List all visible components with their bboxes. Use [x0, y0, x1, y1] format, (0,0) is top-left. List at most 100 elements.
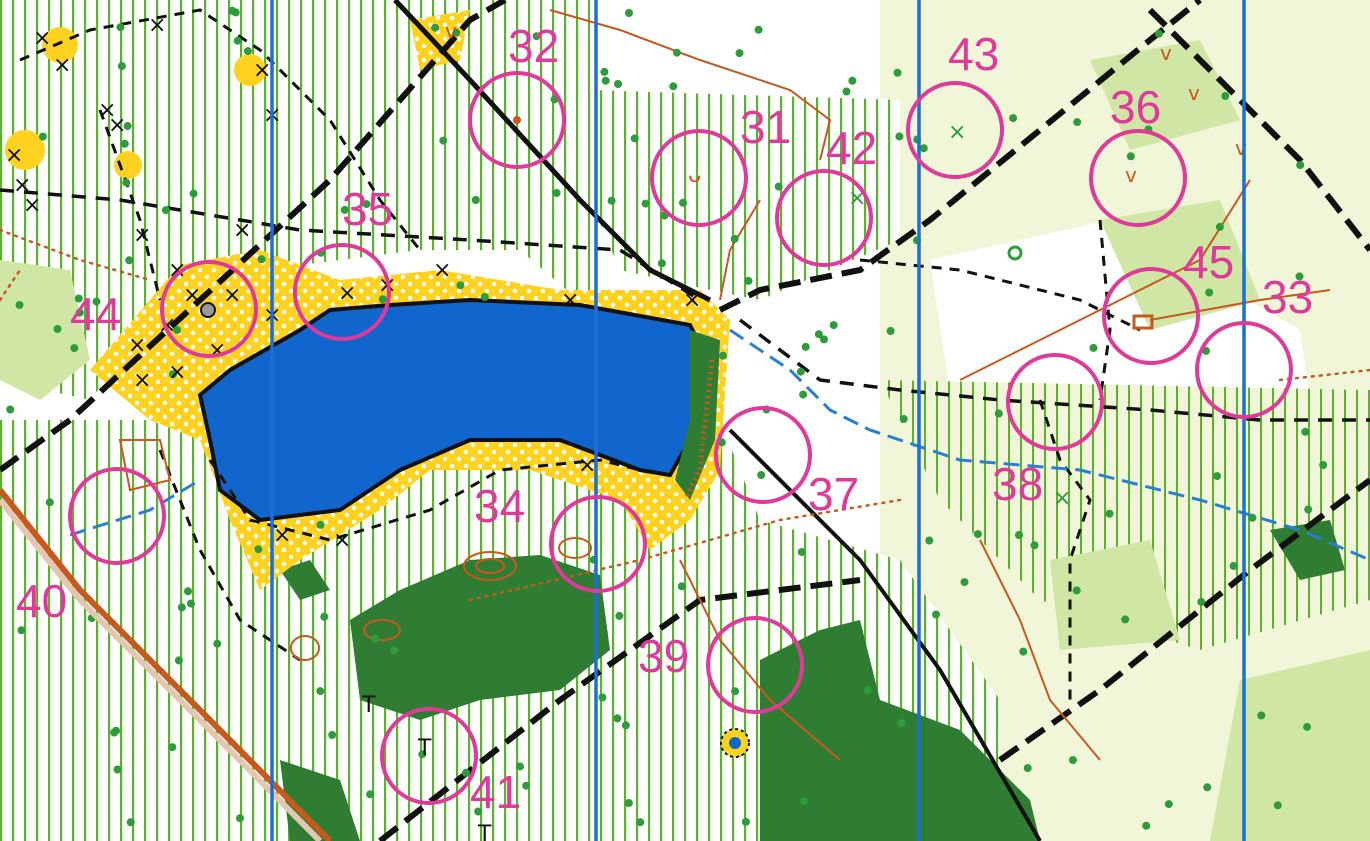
tree-dot — [522, 781, 531, 790]
control-31[interactable]: 31 — [650, 101, 791, 227]
control-circle[interactable] — [293, 243, 391, 341]
ditch — [1278, 368, 1370, 382]
tree-dot — [532, 32, 541, 41]
tree-dot — [161, 206, 170, 215]
tree-dot — [189, 189, 198, 198]
tree-dot — [1019, 647, 1028, 656]
control-circle[interactable] — [68, 467, 166, 565]
control-circle[interactable] — [380, 707, 478, 805]
control-circle[interactable] — [1102, 267, 1200, 365]
control-circle[interactable] — [1089, 129, 1187, 227]
control-41[interactable]: 41 — [380, 707, 521, 818]
tree-dot — [184, 587, 192, 596]
tree-icon — [1007, 245, 1023, 261]
tree-dot — [113, 765, 122, 774]
tree-dot — [672, 48, 681, 57]
control-circle[interactable] — [775, 169, 873, 267]
tree-dot — [625, 9, 633, 17]
tree-dot — [774, 182, 783, 191]
light-green-patch-4 — [1050, 540, 1180, 650]
control-circle[interactable] — [706, 616, 804, 714]
tree-dot — [1142, 821, 1151, 830]
tree-dot — [897, 719, 906, 728]
tree-dot — [797, 548, 806, 556]
control-number: 44 — [70, 288, 121, 340]
control-circle[interactable] — [1006, 353, 1104, 451]
tree-dot — [1126, 152, 1135, 161]
tree-dot — [125, 256, 134, 265]
x-marker: × — [208, 338, 226, 363]
tree-dot — [316, 520, 325, 529]
control-35[interactable]: 35 — [293, 183, 393, 341]
x-marker: × — [133, 223, 151, 248]
tree-dot — [1301, 427, 1310, 436]
tree-dot — [17, 626, 26, 635]
control-circle[interactable] — [160, 260, 258, 358]
control-45[interactable]: 45 — [1102, 236, 1234, 365]
contour-knoll — [558, 537, 592, 559]
control-37[interactable]: 37 — [714, 406, 859, 520]
tree-dot — [362, 200, 371, 209]
control-circle[interactable] — [468, 71, 566, 169]
contour-knoll — [290, 635, 320, 661]
dark-green-forest-5 — [280, 560, 330, 600]
root-stock-icon: v — [1125, 163, 1137, 187]
control-43[interactable]: 43 — [906, 28, 1004, 179]
x-marker: × — [148, 13, 166, 38]
contour-lines — [0, 9, 1370, 761]
tree-dot — [1072, 586, 1081, 595]
control-38[interactable]: 38 — [992, 353, 1104, 510]
control-circle[interactable] — [906, 81, 1004, 179]
control-number: 37 — [808, 468, 859, 520]
tree-dot — [328, 731, 337, 739]
tree-dot — [366, 790, 375, 799]
control-circle[interactable] — [1195, 321, 1293, 419]
sandy-ground-nw — [410, 10, 470, 70]
control-circle[interactable] — [549, 495, 647, 593]
tree-dot — [607, 196, 616, 205]
tree-dot — [669, 82, 678, 91]
tower-icon — [1132, 314, 1154, 330]
sandy-ground-spot-4 — [114, 151, 142, 179]
x-marker: × — [1053, 486, 1071, 511]
x-marker: × — [223, 283, 241, 308]
control-36[interactable]: 36 — [1089, 81, 1187, 227]
tree-dot — [1015, 531, 1023, 539]
control-32[interactable]: 32 — [468, 20, 566, 169]
tree-dot — [471, 196, 480, 204]
tree-dot — [598, 693, 607, 702]
tree-dot — [614, 80, 622, 88]
trail — [98, 109, 162, 301]
light-green-patch-3 — [1100, 200, 1260, 330]
control-44[interactable]: 44 — [70, 260, 258, 358]
x-marker: × — [433, 258, 451, 283]
control-number: 32 — [508, 20, 559, 72]
tree-dot — [863, 686, 872, 695]
control-33[interactable]: 33 — [1195, 271, 1313, 419]
control-34[interactable]: 34 — [474, 480, 647, 593]
tree-dot — [1030, 541, 1039, 550]
tree-dot — [630, 134, 639, 143]
tree-dot — [340, 205, 349, 214]
x-marker: × — [273, 523, 291, 548]
tree-dot — [615, 611, 624, 620]
control-39[interactable]: 39 — [638, 616, 804, 714]
root-stock-icon: v — [1188, 81, 1200, 105]
boulder-icon — [200, 302, 216, 318]
tree-dots — [6, 6, 1328, 830]
control-circle[interactable] — [714, 406, 812, 504]
contour — [979, 539, 1101, 761]
tree-dot — [735, 49, 744, 58]
x-marker: × — [33, 26, 51, 51]
control-40[interactable]: 40 — [16, 467, 166, 627]
dark-green-forest-3 — [1270, 520, 1345, 580]
shelter-icon: T — [477, 822, 492, 841]
contour — [719, 199, 761, 301]
tree-dot — [624, 799, 633, 807]
tree-dot — [1229, 561, 1238, 570]
control-42[interactable]: 42 — [775, 122, 877, 267]
control-circle[interactable] — [650, 129, 748, 227]
tree-dot — [829, 321, 838, 330]
tree-dot — [677, 582, 686, 591]
